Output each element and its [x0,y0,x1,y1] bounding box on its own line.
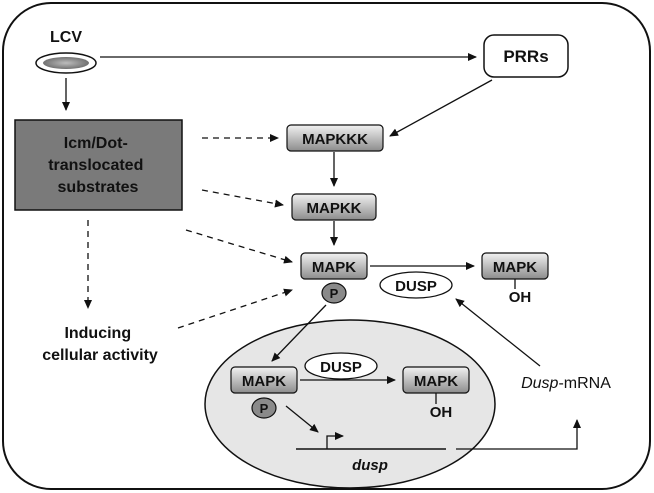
mapkkk-label: MAPKKK [302,131,368,148]
mapk-label: MAPK [312,259,356,276]
mapk-box [300,252,368,280]
nuclear-mapk-box [230,366,298,394]
lcv-core [43,57,89,69]
nucleus [204,319,496,489]
promoter-icon [326,432,344,449]
prrs-box [483,34,569,78]
mapkk-box [291,193,377,221]
substrates-label: Icm/Dot- translocated substrates [48,135,148,196]
inducing-label: Inducing cellular activity [42,325,158,364]
nuclear-dusp-label: DUSP [320,359,362,376]
mapk-oh-label: MAPK [493,259,537,276]
nuclear-mapk-oh-label: MAPK [414,373,458,390]
prrs-label: PRRs [503,47,548,66]
phospho-label: P [330,286,339,301]
phospho-group [321,282,347,304]
dashed-arrow-inducing-to-mapk [177,288,293,329]
gene-label: dusp [352,457,388,474]
oh-label: OH [509,289,532,306]
dashed-arrow-to-mapk [185,229,293,264]
arrow-mapk-to-nucleus [271,304,327,362]
mrna-label: Dusp-mRNA [521,375,611,392]
substrates-box [14,119,183,211]
arrow-mrna-to-dusp [455,298,541,367]
arrow-phospho-to-gene [285,405,319,433]
dusp-label: DUSP [395,278,437,295]
mapkk-label: MAPKK [307,200,362,217]
mapkkk-box [286,124,384,152]
dashed-arrow-to-mapkk [201,189,284,208]
arrow-prrs-to-mapkkk [389,79,493,137]
arrow-gene-to-mrna [456,419,581,450]
nuclear-phospho-label: P [260,401,269,416]
dusp-ellipse [379,271,453,299]
lcv-label: LCV [50,29,82,46]
nuclear-phospho-group [251,397,277,419]
nuclear-dusp-ellipse [304,352,378,380]
nuclear-oh-label: OH [430,404,453,421]
nuclear-mapk-label: MAPK [242,373,286,390]
